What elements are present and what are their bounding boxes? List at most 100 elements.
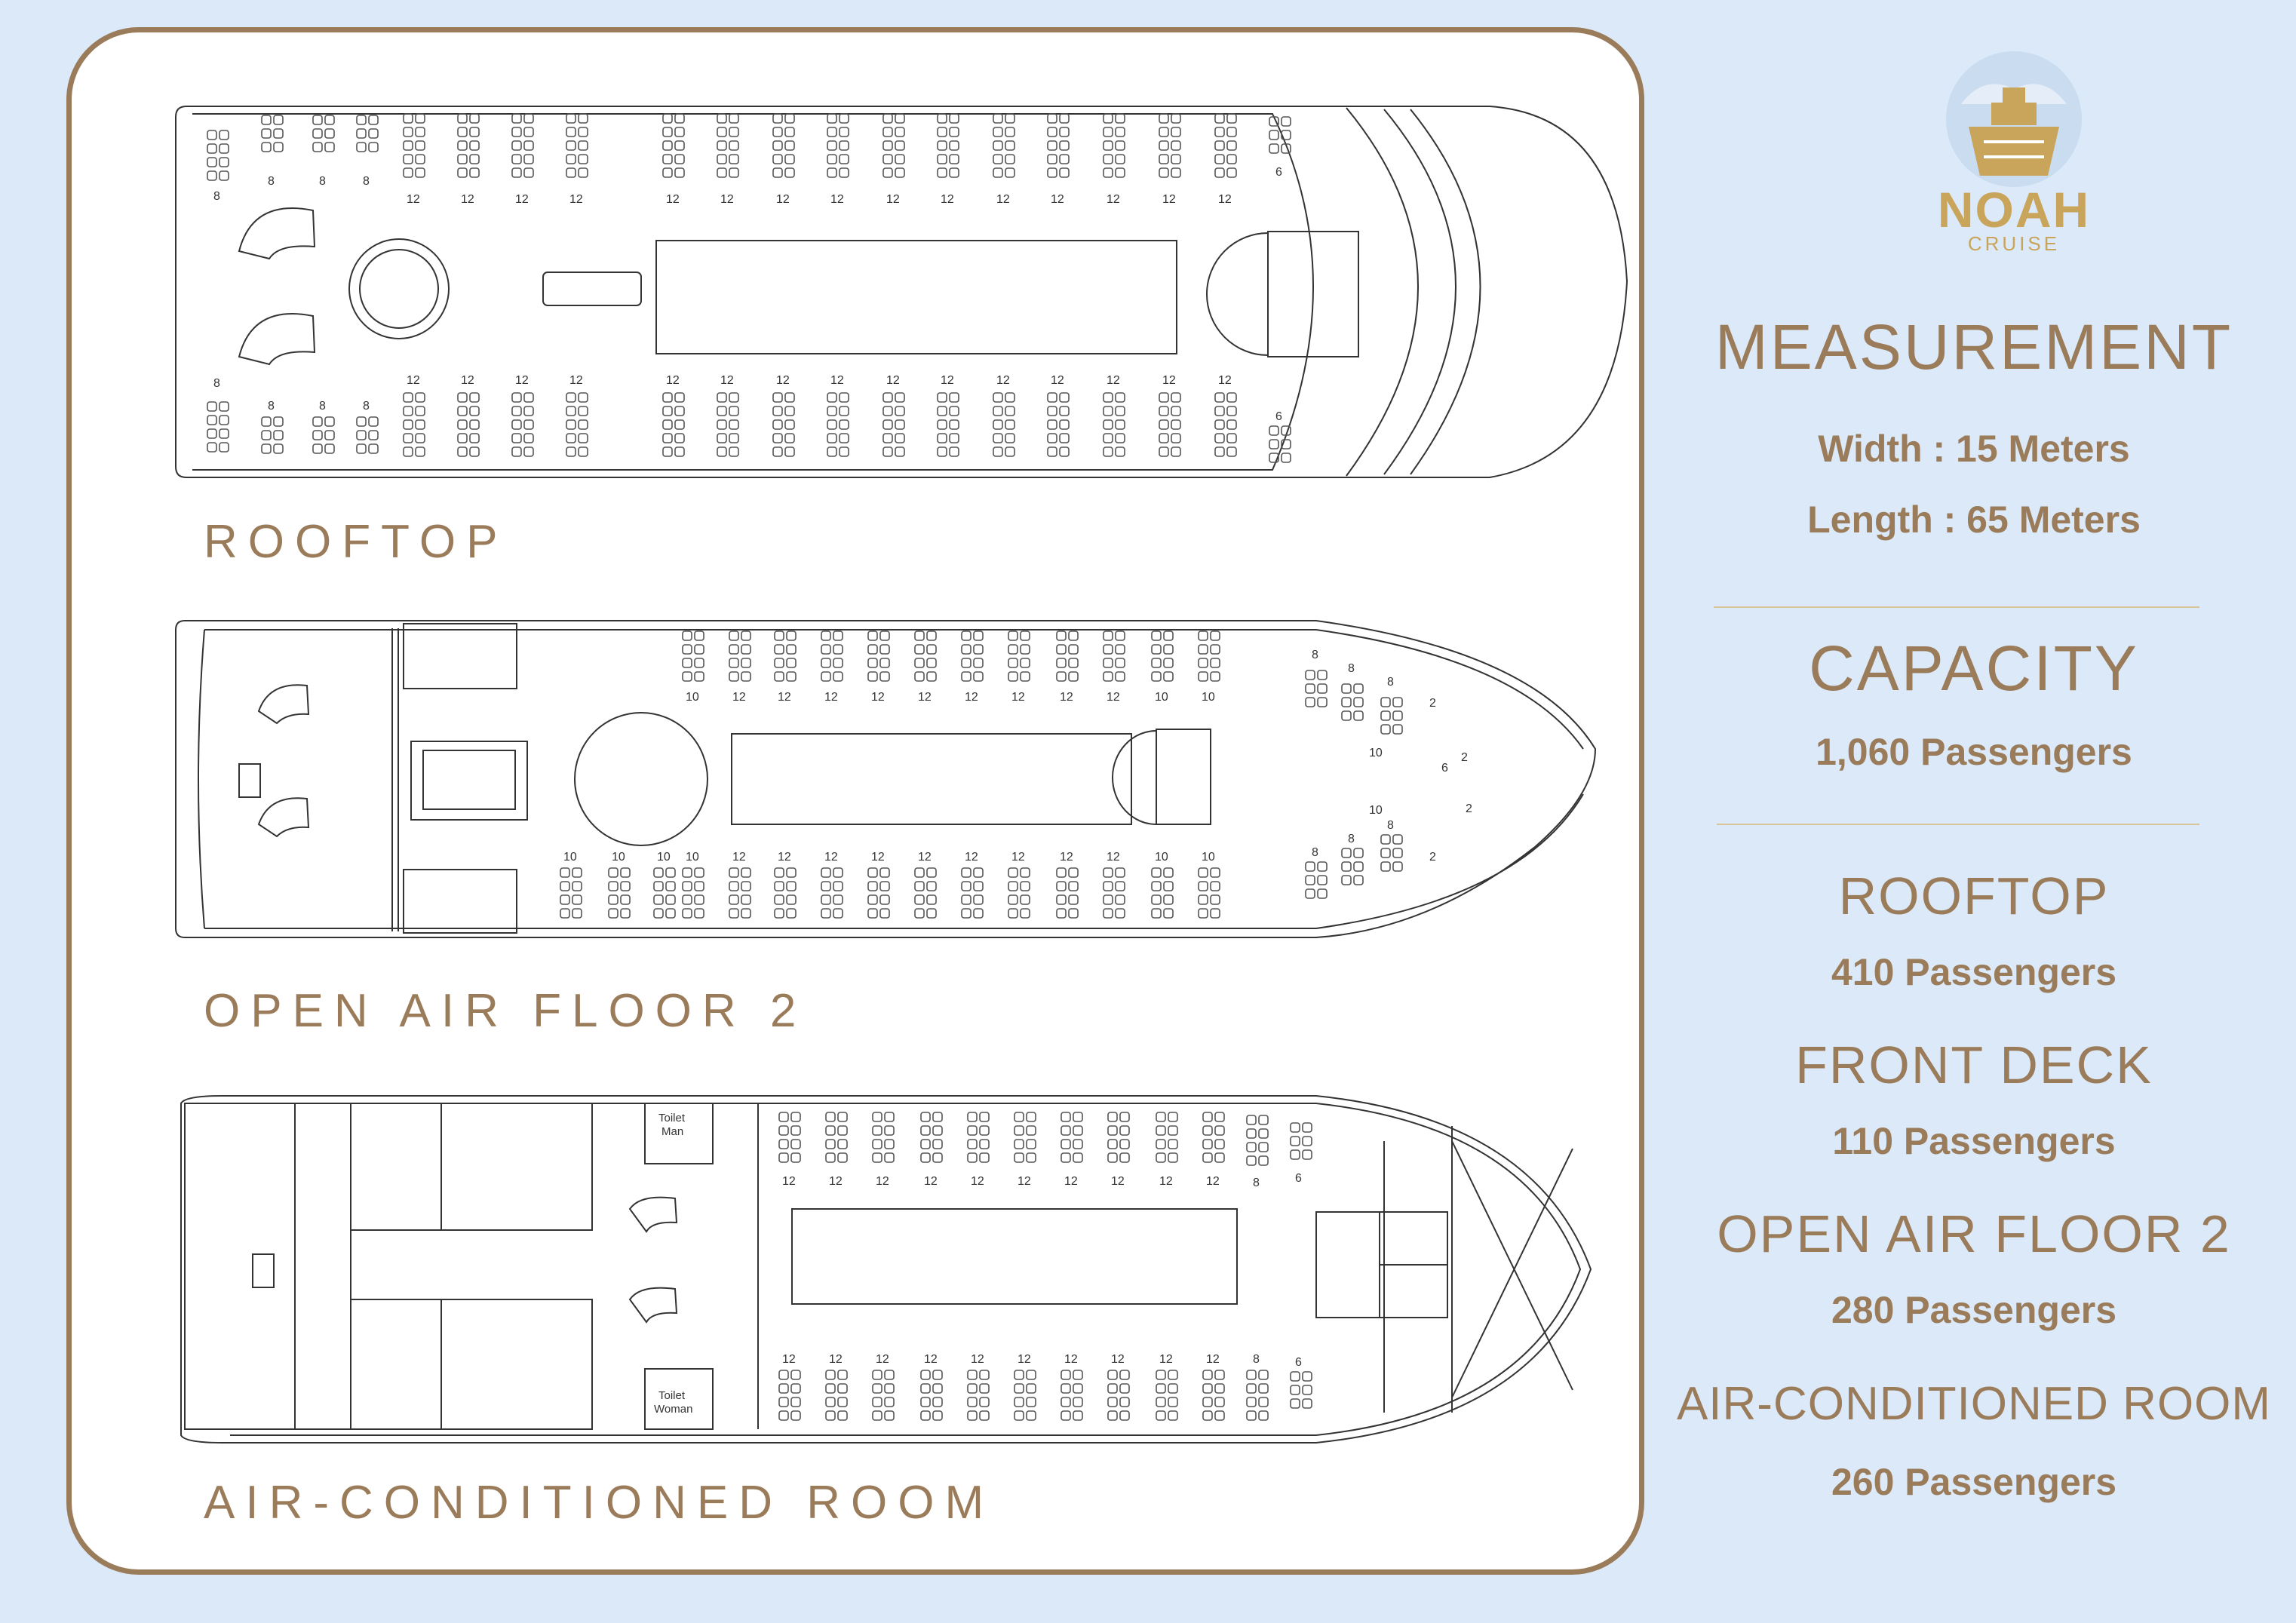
deck-label-open-air-floor-2: OPEN AIR FLOOR 2: [204, 985, 807, 1037]
seat-group: [895, 433, 905, 443]
seat-group: [469, 392, 480, 403]
seat-group: [1246, 1397, 1257, 1407]
seat-group: [523, 406, 534, 416]
seat-group: [608, 867, 619, 878]
seat-group: [729, 113, 739, 124]
seat-group: [457, 392, 468, 403]
seat-group: [1380, 848, 1391, 858]
seat-count-label: 12: [876, 1175, 889, 1188]
seat-group: [1269, 425, 1279, 436]
seat-group: [1107, 1397, 1118, 1407]
seat-group: [1163, 908, 1174, 919]
seat-count-label: 12: [924, 1353, 938, 1366]
seat-group: [578, 419, 588, 430]
seat-group: [566, 392, 576, 403]
seat-group: [1380, 861, 1391, 872]
seat-count-label: 12: [830, 193, 844, 206]
seat-group: [1202, 1152, 1213, 1163]
seat-group: [895, 127, 905, 137]
seat-group: [1073, 1112, 1083, 1122]
seat-group: [1068, 644, 1079, 655]
seat-group: [356, 142, 367, 152]
seat-group: [1214, 406, 1225, 416]
seat-group: [774, 894, 784, 905]
seat-count-label: 8: [1387, 676, 1394, 689]
seat-group: [324, 142, 335, 152]
seat-group: [790, 1139, 801, 1149]
seat-group: [674, 167, 685, 178]
seat-group: [578, 140, 588, 151]
seat-group: [1258, 1142, 1269, 1152]
seat-group: [207, 442, 217, 453]
seat-group: [1056, 671, 1067, 682]
seat-group: [469, 167, 480, 178]
toilet-woman-label-1: Toilet: [658, 1389, 686, 1402]
seat-group: [895, 446, 905, 457]
seat-group: [1151, 894, 1162, 905]
seat-group: [1258, 1410, 1269, 1421]
seat-group: [1056, 881, 1067, 891]
seat-count-label: 12: [1218, 374, 1232, 387]
seat-group: [1005, 433, 1015, 443]
seat-count-label: 10: [1369, 804, 1383, 817]
seat-group: [973, 894, 984, 905]
seat-group: [937, 446, 947, 457]
seat-group: [1151, 671, 1162, 682]
seat-group: [1341, 848, 1352, 858]
seat-group: [1168, 1383, 1178, 1394]
seat-group: [1317, 670, 1328, 680]
seat-group: [1392, 861, 1403, 872]
seat-group: [949, 127, 959, 137]
seat-group: [741, 894, 751, 905]
seat-group: [608, 881, 619, 891]
seat-count-label: 8: [213, 377, 220, 390]
seat-group: [1008, 630, 1018, 641]
seat-group: [1210, 908, 1220, 919]
seat-group: [1198, 671, 1208, 682]
seat-group: [1005, 419, 1015, 430]
seat-group: [729, 671, 739, 682]
seat-group: [949, 140, 959, 151]
seat-group: [825, 1397, 836, 1407]
seat-group: [682, 630, 692, 641]
seat-group: [717, 419, 727, 430]
seat-group: [839, 433, 849, 443]
seat-group: [973, 630, 984, 641]
seat-group: [961, 630, 972, 641]
seat-count-label: 12: [1111, 1353, 1125, 1366]
seat-group: [949, 392, 959, 403]
seat-group: [1214, 433, 1225, 443]
seat-group: [1026, 1383, 1036, 1394]
seat-group: [1226, 433, 1237, 443]
seat-group: [825, 1370, 836, 1380]
seat-group: [926, 671, 937, 682]
seat-group: [1059, 419, 1070, 430]
seat-group: [1115, 140, 1125, 151]
breakdown-air-conditioned-room-name: AIR-CONDITIONED ROOM: [1676, 1378, 2272, 1430]
seat-count-label: 8: [363, 175, 370, 188]
seat-group: [1047, 433, 1057, 443]
seat-group: [403, 127, 413, 137]
seat-group: [415, 167, 425, 178]
seat-group: [1214, 1152, 1225, 1163]
seat-group: [884, 1112, 895, 1122]
seat-group: [867, 671, 878, 682]
seat-group: [1353, 848, 1364, 858]
seat-count-label: 12: [1060, 691, 1073, 704]
seat-group: [1341, 710, 1352, 721]
seat-group: [273, 128, 284, 139]
seat-group: [961, 867, 972, 878]
seat-group: [511, 127, 522, 137]
toilet-man-label-1: Toilet: [658, 1112, 686, 1124]
seat-group: [1302, 1122, 1312, 1133]
seat-group: [1047, 154, 1057, 164]
seat-group: [1156, 1397, 1166, 1407]
seat-count-label: 10: [686, 691, 699, 704]
seat-group: [778, 1397, 789, 1407]
seat-group: [967, 1397, 978, 1407]
seat-group: [356, 430, 367, 440]
seat-group: [833, 881, 843, 891]
seat-count-label: 2: [1461, 751, 1468, 764]
seat-group: [867, 644, 878, 655]
seat-group: [1005, 392, 1015, 403]
